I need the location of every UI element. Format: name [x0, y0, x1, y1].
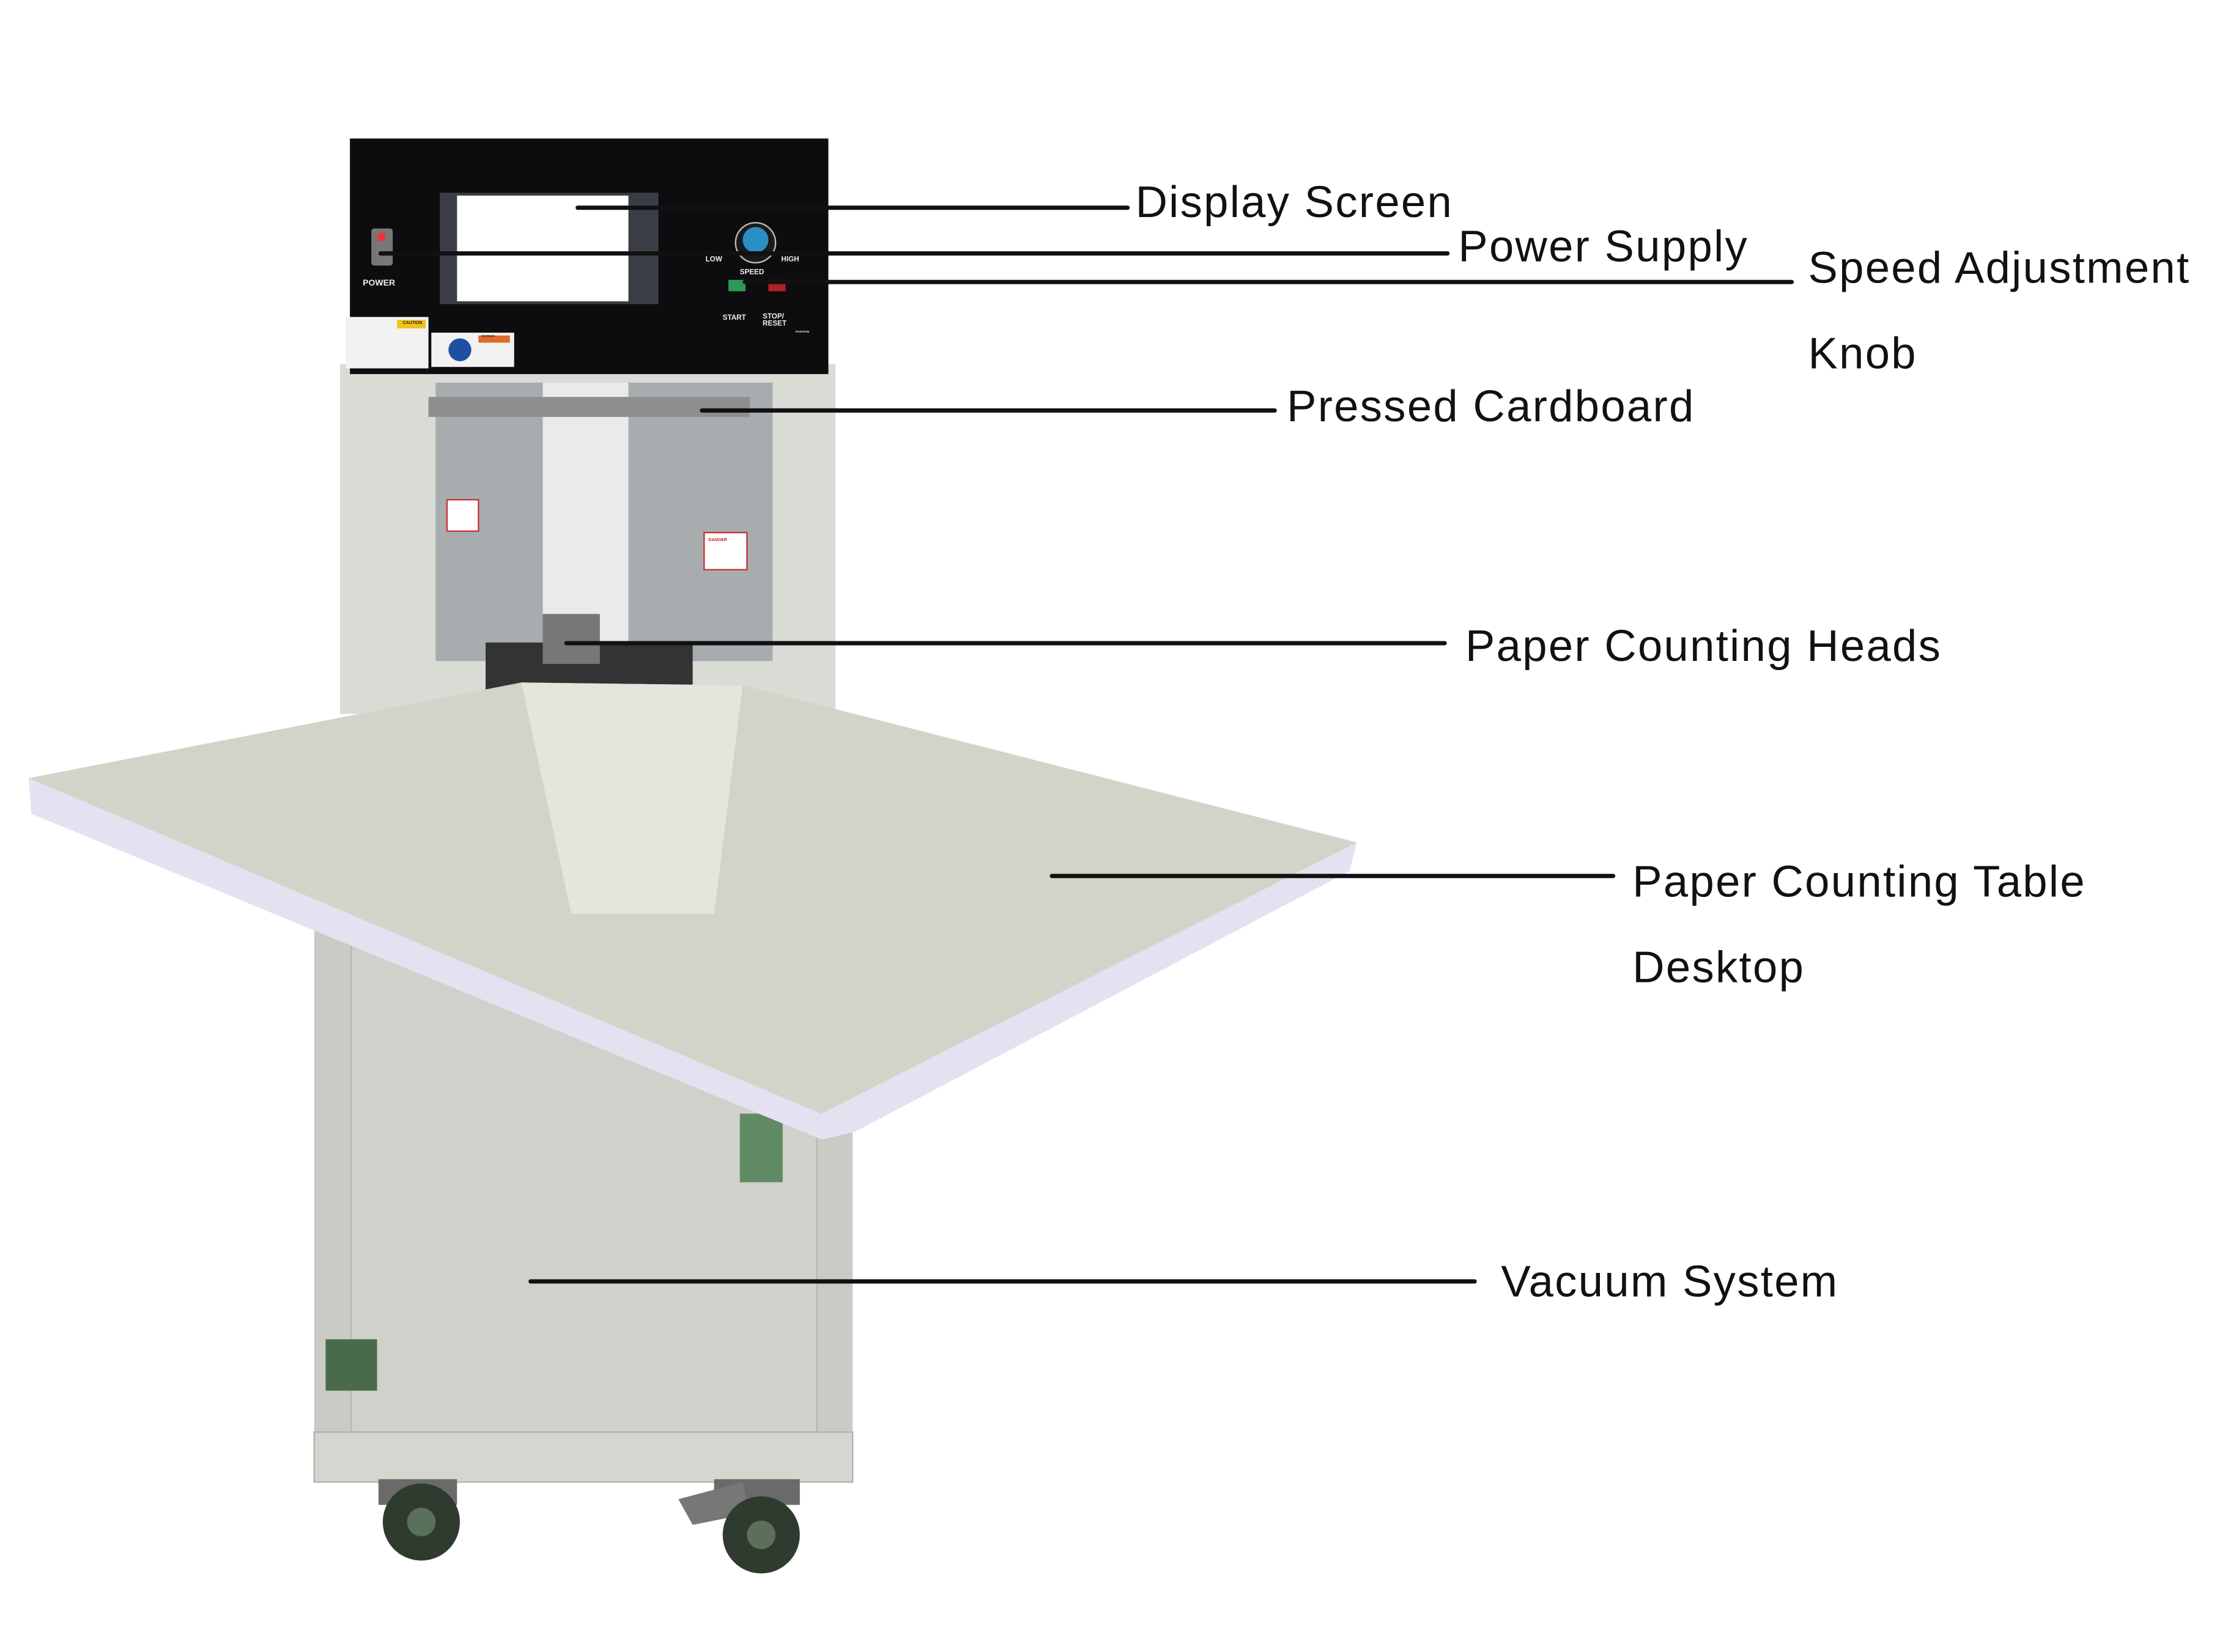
leader-line-counting-heads — [564, 641, 1447, 646]
power-switch[interactable] — [371, 228, 393, 266]
table-edge — [28, 778, 1357, 1140]
position-label: POSITION — [795, 331, 810, 334]
callout-vacuum-system: Vacuum System — [1501, 1256, 1839, 1307]
danger-sticker — [446, 499, 479, 532]
callout-counting-heads: Paper Counting Heads — [1465, 621, 1942, 671]
leader-line-power-supply — [378, 251, 1450, 256]
speed-high-label: HIGH — [781, 256, 799, 265]
display-screen — [457, 195, 629, 301]
ground-icon — [448, 338, 472, 361]
caution-label: CAUTION — [402, 320, 423, 326]
start-button[interactable] — [728, 279, 746, 292]
warning-label: WARNING — [481, 335, 495, 339]
pressed-cardboard — [428, 397, 750, 417]
callout-display-screen: Display Screen — [1135, 177, 1454, 227]
table-glare — [521, 682, 743, 914]
leader-line-pressed-cardboard — [700, 408, 1277, 413]
leader-line-vacuum — [528, 1279, 1477, 1284]
speed-low-label: LOW — [705, 256, 722, 265]
stop-reset-label: STOP/ RESET — [763, 312, 786, 329]
danger-label: DANGER — [708, 537, 727, 543]
door-hinge — [325, 1339, 377, 1391]
caster-hub — [407, 1508, 436, 1536]
caution-sticker-header — [397, 320, 426, 329]
speed-label: SPEED — [739, 268, 764, 278]
callout-pressed-cardboard: Pressed Cardboard — [1287, 381, 1695, 432]
power-label: POWER — [363, 279, 396, 289]
cabinet-base — [313, 1431, 854, 1483]
callout-speed-knob: Knob — [1808, 328, 1917, 378]
counting-head — [542, 614, 600, 664]
start-label: START — [722, 314, 746, 323]
speed-knob-cap — [742, 227, 769, 253]
power-indicator-icon — [377, 232, 386, 242]
danger-sticker — [703, 531, 748, 570]
callout-desktop: Desktop — [1632, 942, 1805, 993]
callout-counting-table: Paper Counting Table — [1632, 857, 2086, 907]
caster-hub — [747, 1521, 776, 1549]
leader-line-speed-knob — [742, 279, 1794, 284]
callout-speed-adjustment: Speed Adjustment — [1808, 243, 2191, 293]
leader-line-display-screen — [576, 205, 1130, 210]
door-handle — [739, 1113, 783, 1182]
callout-power-supply: Power Supply — [1458, 221, 1749, 271]
warning-sticker-header — [478, 335, 510, 343]
leader-line-table — [1049, 874, 1616, 879]
